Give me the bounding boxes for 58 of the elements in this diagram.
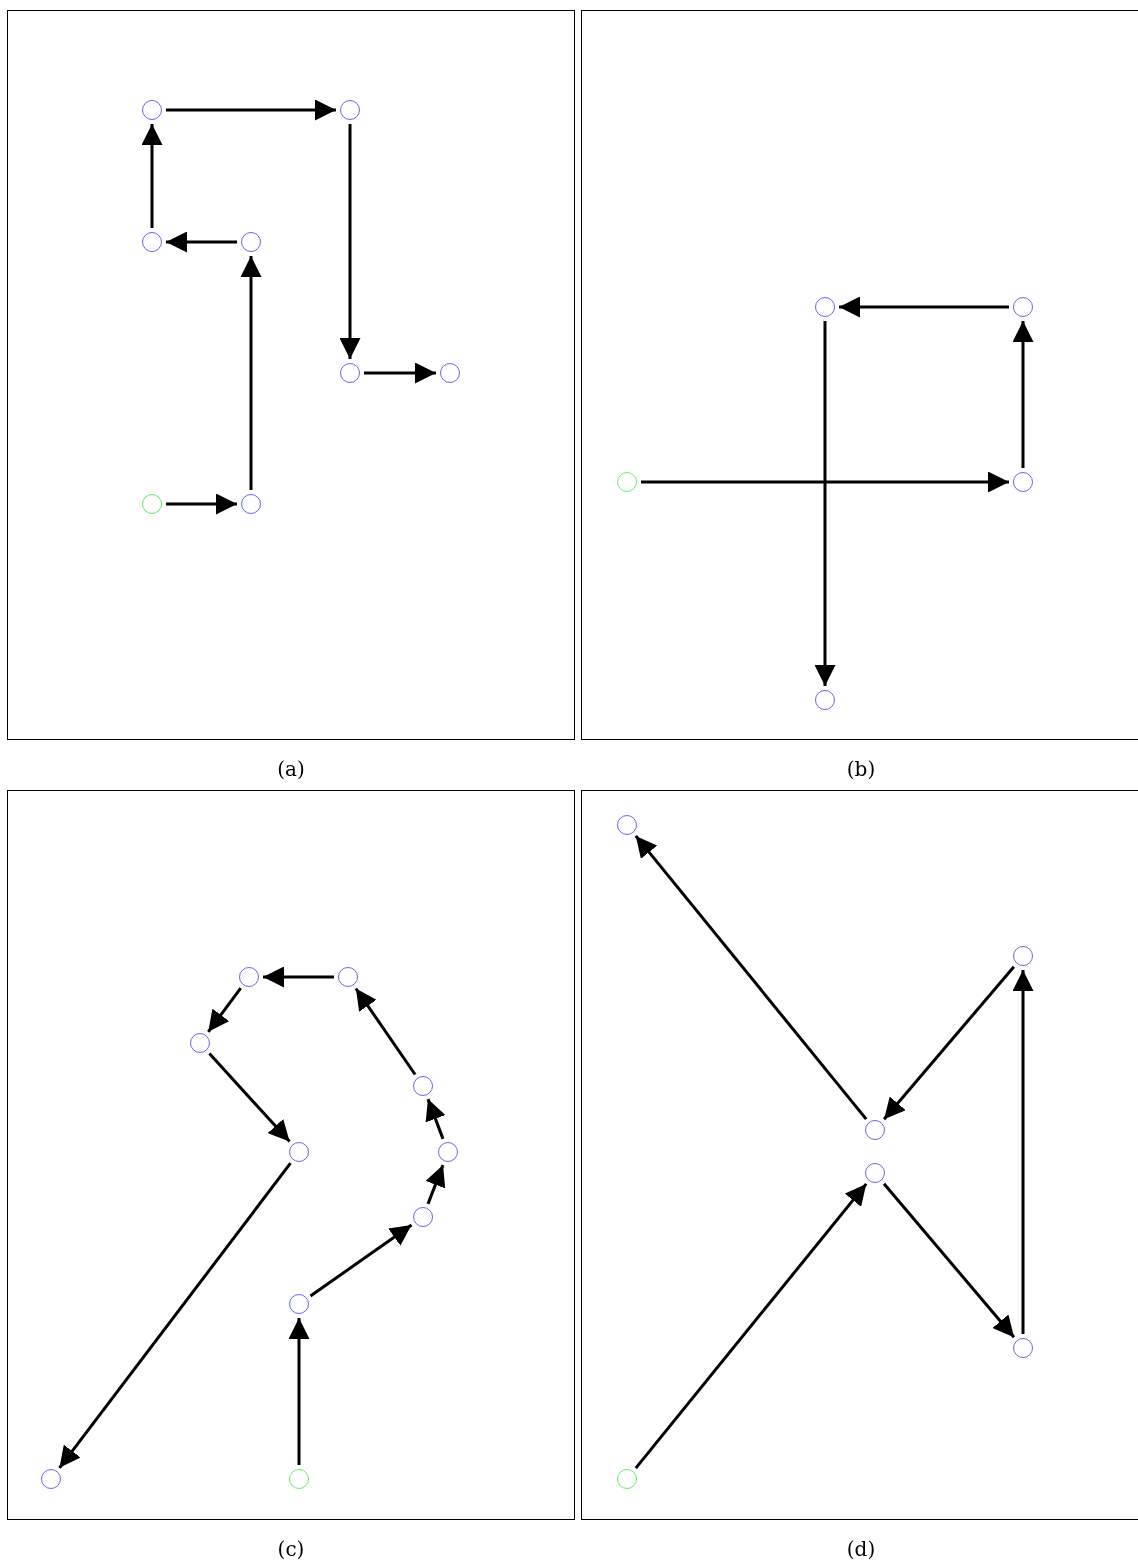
panel-caption: (b) (845, 757, 877, 781)
arrow (207, 987, 242, 1033)
path-circle (438, 1142, 458, 1162)
arrow (339, 124, 361, 359)
arrow (364, 362, 436, 384)
path-circle (1013, 297, 1033, 317)
path-circle (239, 967, 259, 987)
path-circle (440, 363, 460, 383)
path-circle (289, 1294, 309, 1314)
arrow (1012, 321, 1034, 468)
path-circle (190, 1033, 210, 1053)
path-circle (865, 1120, 885, 1140)
arrow (425, 1164, 446, 1205)
arrow (58, 1162, 292, 1469)
path-circle (1013, 1338, 1033, 1358)
arrow (354, 987, 417, 1076)
path-circle (142, 232, 162, 252)
arrow (634, 834, 868, 1121)
path-circle (617, 815, 637, 835)
path-circle (340, 100, 360, 120)
arrow (634, 1182, 868, 1470)
arrow (166, 231, 237, 253)
start-circle (142, 494, 162, 514)
panel-caption: (a) (276, 757, 306, 781)
panel-caption: (d) (845, 1537, 877, 1561)
path-circle (865, 1163, 885, 1183)
path-circle (241, 232, 261, 252)
arrow (166, 493, 237, 515)
arrow (425, 1098, 446, 1140)
arrow (208, 1052, 291, 1143)
start-circle (617, 1469, 637, 1489)
panel-caption: (c) (276, 1537, 306, 1561)
path-circle (413, 1207, 433, 1227)
arrow (1012, 970, 1034, 1334)
arrow (166, 99, 336, 121)
arrow (263, 966, 334, 988)
path-circle (338, 967, 358, 987)
arrow (141, 124, 163, 228)
arrow (882, 1182, 1016, 1339)
path-circle (289, 1142, 309, 1162)
arrow (882, 965, 1016, 1121)
arrow (641, 471, 1009, 493)
path-circle (1013, 946, 1033, 966)
arrow (240, 256, 262, 490)
path-circle (1013, 472, 1033, 492)
arrow (814, 321, 836, 686)
path-circle (815, 297, 835, 317)
path-circle (340, 363, 360, 383)
arrow (309, 1223, 413, 1298)
path-circle (41, 1469, 61, 1489)
path-circle (142, 100, 162, 120)
start-circle (289, 1469, 309, 1489)
path-circle (413, 1076, 433, 1096)
start-circle (617, 472, 637, 492)
path-circle (815, 690, 835, 710)
arrow (839, 296, 1009, 318)
path-circle (241, 494, 261, 514)
arrow (288, 1318, 310, 1465)
